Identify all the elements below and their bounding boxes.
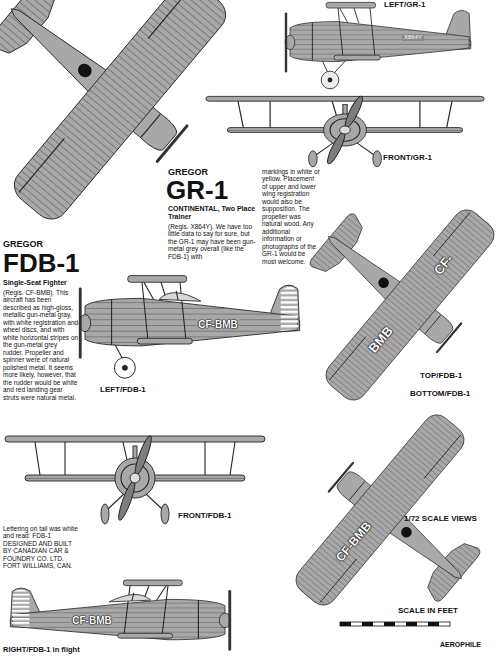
gr1-left-view — [285, 2, 471, 88]
maker-name: GREGOR — [3, 240, 43, 250]
registration: CF-BMB — [334, 520, 375, 565]
type-heading: GR-1 — [166, 177, 228, 203]
description-text: markings in white or yellow. Placement o… — [262, 168, 320, 265]
view-label: LEFT/FDB-1 — [100, 386, 146, 395]
description-text: (Regis. CF-BMB). This aircraft has been … — [3, 289, 79, 401]
scale-note: 1/72 SCALE VIEWS — [404, 515, 477, 524]
type-heading: FDB-1 — [3, 250, 80, 276]
drawing-stroke — [362, 622, 373, 626]
drawing-stroke — [340, 622, 351, 626]
gr1-front-view — [206, 95, 484, 167]
view-label: BOTTOM/FDB-1 — [410, 390, 470, 399]
registration: CF-BMB — [196, 319, 239, 330]
registration: X864Y — [402, 34, 424, 41]
drawing-stroke — [109, 593, 151, 602]
drawing-stroke — [285, 2, 471, 71]
drawing-stroke — [10, 580, 230, 649]
fdb1-right-view — [10, 580, 230, 649]
fdb1-top-view — [256, 150, 500, 424]
drawing-stroke — [340, 622, 450, 626]
view-label: FRONT/GR-1 — [383, 154, 432, 163]
drawing-stroke — [384, 622, 395, 626]
registration: CF-BMB — [70, 615, 113, 626]
view-label: TOP/FDB-1 — [420, 372, 462, 381]
fdb1-front-view — [5, 434, 265, 524]
registration: BMB — [366, 324, 396, 356]
fdb1-left-view — [79, 276, 299, 379]
drawing-stroke — [159, 291, 201, 301]
drawing-stroke — [321, 60, 346, 89]
view-label: LEFT/GR-1 — [384, 1, 425, 10]
drawing-stroke — [406, 622, 417, 626]
fdb1-bottom-view — [269, 391, 500, 658]
drawing-stroke — [79, 276, 299, 358]
scale-note: SCALE IN FEET — [398, 607, 458, 616]
drawing-stroke — [114, 342, 136, 378]
gr1-top-view — [0, 0, 262, 251]
view-label: RIGHT/FDB-1 in flight — [3, 646, 80, 654]
drawing-stroke — [281, 287, 299, 331]
registration: CF- — [432, 252, 457, 278]
drawing-stroke — [428, 622, 439, 626]
lettering-note: Lettering on tail was white and read: FD… — [3, 525, 81, 570]
drawing-stroke — [11, 589, 29, 626]
type-subheading: Single-Seat Fighter — [3, 279, 79, 287]
scale-bar — [340, 622, 450, 626]
publisher-mark: AEROPHILE — [440, 641, 481, 649]
type-subheading: CONTINENTAL, Two Place Trainer — [168, 205, 258, 221]
view-label: FRONT/FDB-1 — [178, 512, 231, 521]
description-text: (Regis. X864Y). We have too little data … — [168, 223, 258, 260]
